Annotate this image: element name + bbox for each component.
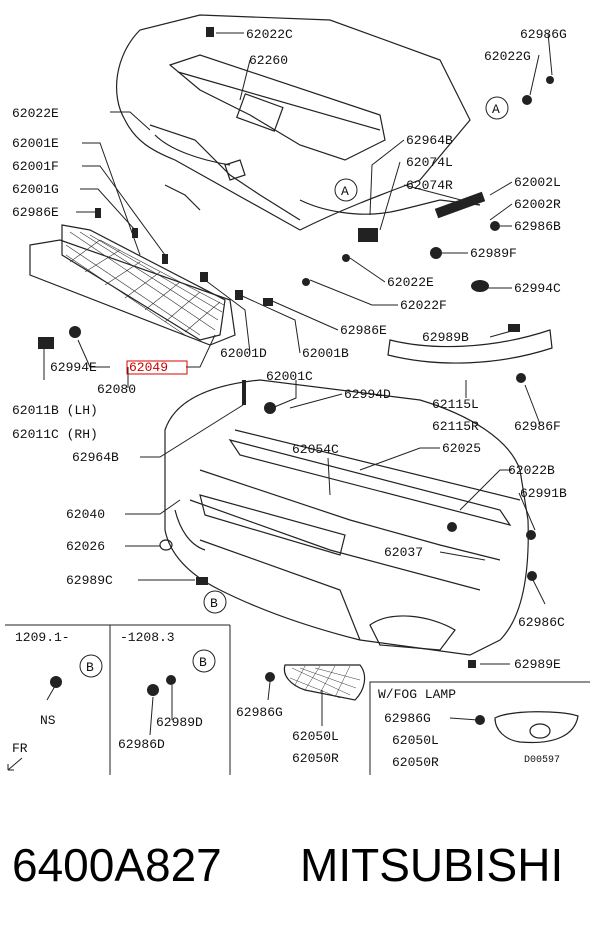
callout-labels: 62022C 62260 62986G 62022G 62022E 62964B…	[12, 27, 567, 770]
label-62986F: 62986F	[514, 419, 561, 434]
label-62115L: 62115L	[432, 397, 479, 412]
label-62989C: 62989C	[66, 573, 113, 588]
leader-lines	[43, 32, 553, 736]
brand-name: MITSUBISHI	[300, 839, 564, 891]
label-62050R-b: 62050R	[392, 755, 439, 770]
ref-a-mid: A	[341, 184, 349, 199]
label-62986E-a: 62986E	[12, 205, 59, 220]
front-label: FR	[12, 741, 28, 756]
label-62994C: 62994C	[514, 281, 561, 296]
inset-from-date: 1209.1-	[15, 630, 70, 645]
label-62001E: 62001E	[12, 136, 59, 151]
radiator-support-drawing	[115, 14, 481, 231]
part-number: 6400A827	[12, 839, 222, 891]
label-62964B-a: 62964B	[406, 133, 453, 148]
label-62994D: 62994D	[344, 387, 391, 402]
label-62050R-a: 62050R	[292, 751, 339, 766]
ref-b-left: B	[86, 660, 94, 675]
label-62022G: 62022G	[484, 49, 531, 64]
ref-b-main: B	[210, 596, 218, 611]
fog-lamp-inset: W/FOG LAMP D00597	[369, 681, 590, 775]
label-62050L-a: 62050L	[292, 729, 339, 744]
label-62022F: 62022F	[400, 298, 447, 313]
fasteners	[38, 27, 554, 725]
highlight-box	[126, 360, 188, 375]
date-inset: 1209.1- -1208.3 NS FR	[5, 624, 231, 775]
label-62054C: 62054C	[292, 442, 339, 457]
label-62989E: 62989E	[514, 657, 561, 672]
label-62986C: 62986C	[518, 615, 565, 630]
bumper-drawing	[159, 379, 529, 656]
diagram-code: D00597	[524, 755, 560, 766]
ref-a-top: A	[492, 102, 500, 117]
label-62986D: 62986D	[118, 737, 165, 752]
label-62989B: 62989B	[422, 330, 469, 345]
label-62986G-c: 62986G	[384, 711, 431, 726]
label-62022E-a: 62022E	[12, 106, 59, 121]
label-62002R: 62002R	[514, 197, 561, 212]
footer: 6400A827 MITSUBISHI	[0, 838, 600, 898]
label-62989D: 62989D	[156, 715, 203, 730]
label-62001C: 62001C	[266, 369, 313, 384]
label-62050L-b: 62050L	[392, 733, 439, 748]
label-62002L: 62002L	[514, 175, 561, 190]
label-62001B: 62001B	[302, 346, 349, 361]
upper-grille-drawing	[29, 224, 236, 346]
label-62964B-b: 62964B	[72, 450, 119, 465]
inset-ns: NS	[40, 713, 56, 728]
label-62989F: 62989F	[470, 246, 517, 261]
parts-diagram: A A B B B 62022C 62260 62986G 62022G 620…	[5, 14, 590, 775]
label-62001D: 62001D	[220, 346, 267, 361]
label-62049: 62049	[129, 360, 168, 375]
label-62986G-top: 62986G	[520, 27, 567, 42]
label-62001G: 62001G	[12, 182, 59, 197]
label-62986G-b: 62986G	[236, 705, 283, 720]
label-62115R: 62115R	[432, 419, 479, 434]
label-62986E-b: 62986E	[340, 323, 387, 338]
label-62022C: 62022C	[246, 27, 293, 42]
fog-title: W/FOG LAMP	[378, 687, 456, 702]
label-62074R: 62074R	[406, 178, 453, 193]
ref-circles: A A B B B	[79, 96, 509, 678]
side-moulding-drawing	[387, 329, 553, 364]
label-62994E: 62994E	[50, 360, 97, 375]
label-62025: 62025	[442, 441, 481, 456]
label-62026: 62026	[66, 539, 105, 554]
label-62022E-b: 62022E	[387, 275, 434, 290]
fog-grille-drawing	[283, 664, 366, 701]
label-62011C: 62011C (RH)	[12, 427, 98, 442]
label-62080: 62080	[97, 382, 136, 397]
label-62074L: 62074L	[406, 155, 453, 170]
label-62260: 62260	[249, 53, 288, 68]
label-62040: 62040	[66, 507, 105, 522]
fog-grille-mesh	[289, 665, 361, 699]
label-62986B: 62986B	[514, 219, 561, 234]
label-62991B: 62991B	[520, 486, 567, 501]
inset-to-date: -1208.3	[120, 630, 175, 645]
ref-b-right: B	[199, 655, 207, 670]
label-62037: 62037	[384, 545, 423, 560]
front-arrow-icon	[7, 757, 23, 771]
label-62011B: 62011B (LH)	[12, 403, 98, 418]
label-62022B: 62022B	[508, 463, 555, 478]
label-62001F: 62001F	[12, 159, 59, 174]
